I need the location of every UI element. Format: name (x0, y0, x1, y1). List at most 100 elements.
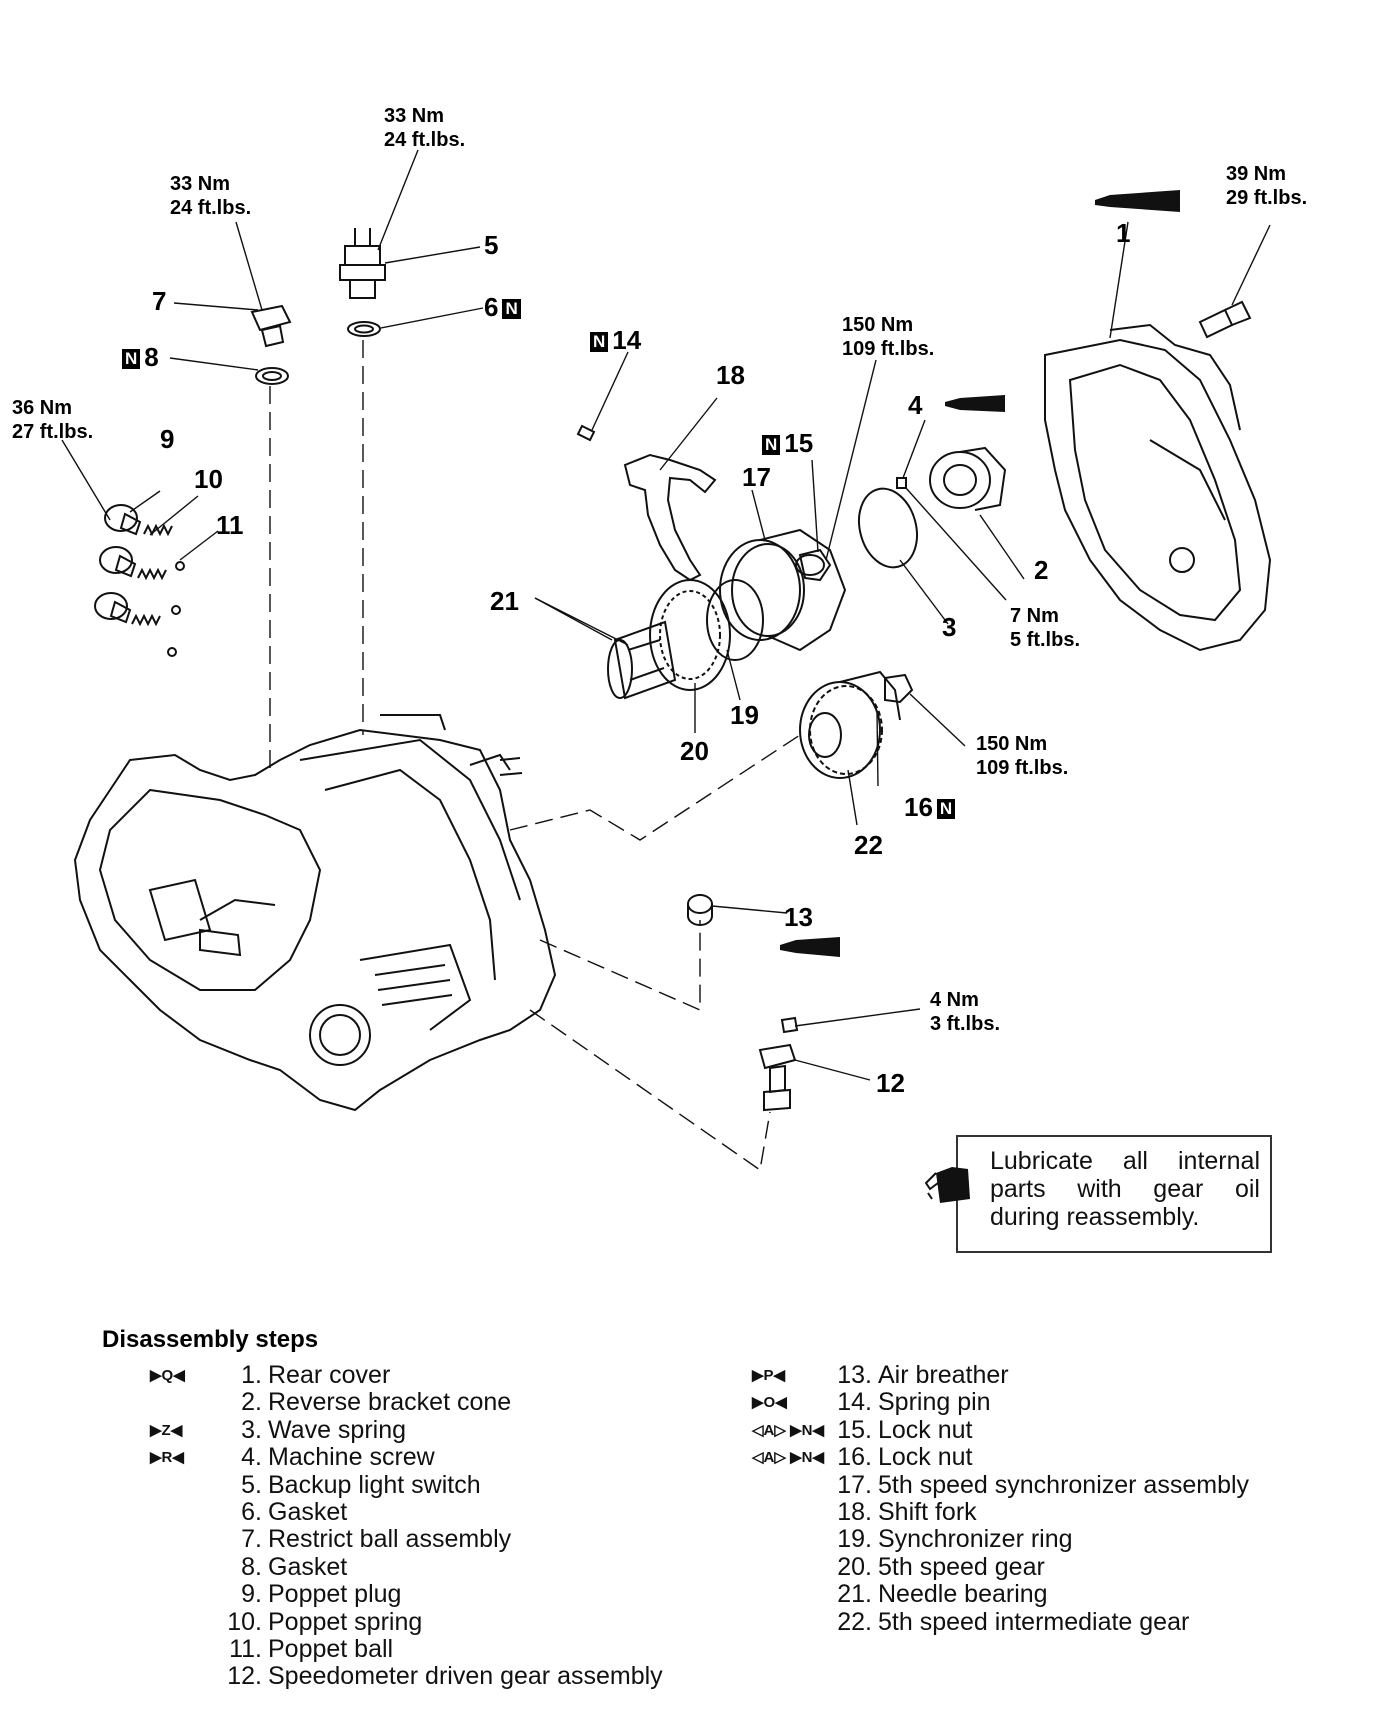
needle-bearing (607, 620, 677, 700)
callout-11: 11 (216, 510, 244, 540)
step-number: 18. (837, 1497, 872, 1526)
step-number: 9. (241, 1580, 262, 1609)
lubrication-note-text: Lubricate all internal parts with gear o… (990, 1147, 1260, 1231)
callout-9: 9 (160, 424, 175, 454)
step-number: 3. (241, 1415, 262, 1444)
step-text: Machine screw (268, 1443, 435, 1472)
speedo-screw (780, 1016, 799, 1034)
rear-cover-bolt (1198, 300, 1252, 339)
step-text: Gasket (268, 1497, 348, 1526)
callout-7: 7 (152, 286, 167, 316)
step-text: Rear cover (268, 1361, 391, 1389)
callout-21: 21 (490, 586, 519, 616)
rear-cover (1044, 323, 1272, 652)
step-mark: ▶O◀ (752, 1394, 787, 1412)
step-text: 5th speed gear (878, 1552, 1045, 1581)
step-text: Gasket (268, 1552, 348, 1581)
step-number: 19. (837, 1525, 872, 1554)
step-text: Restrict ball assembly (268, 1525, 512, 1554)
step-number: 5. (241, 1470, 262, 1499)
callout-10: 10 (194, 464, 223, 494)
step-number: 14. (837, 1388, 872, 1417)
air-breather (687, 894, 713, 926)
step-number: 6. (241, 1497, 262, 1526)
fifth-speed-synchronizer-assembly (719, 528, 847, 652)
step-text: Poppet plug (268, 1580, 402, 1609)
transmission-case (73, 714, 557, 1112)
step-text: Spring pin (878, 1388, 991, 1417)
step-text: Wave spring (268, 1415, 407, 1444)
exploded-view-diagram (61, 149, 1272, 1172)
oil-can-icon (924, 1167, 970, 1203)
disassembly-steps-title: Disassembly steps (102, 1326, 319, 1353)
step-text: Lock nut (878, 1443, 973, 1472)
fifth-speed-intermediate-gear (799, 670, 901, 779)
n-badge-icon: N (122, 349, 141, 369)
callout-12: 12 (876, 1068, 905, 1098)
machine-screw (896, 477, 907, 489)
step-mark: ▶P◀ (752, 1367, 786, 1384)
step-text: Needle bearing (878, 1580, 1048, 1609)
step-text: Reverse bracket cone (268, 1388, 512, 1417)
step-number: 7. (241, 1525, 262, 1554)
step-number: 22. (837, 1607, 872, 1636)
step-text: 5th speed synchronizer assembly (878, 1470, 1250, 1499)
step-number: 10. (227, 1607, 262, 1636)
callout-1: 1 (1116, 218, 1131, 248)
step-text: Poppet spring (268, 1607, 423, 1636)
gasket-8 (255, 367, 289, 385)
step-number: 15. (837, 1415, 872, 1444)
n-badge-icon: N (502, 299, 521, 319)
step-number: 11. (229, 1634, 262, 1663)
step-text: Speedometer driven gear assembly (268, 1662, 663, 1691)
spring-pin (576, 424, 596, 442)
callout-22: 22 (854, 830, 883, 860)
step-text: Shift fork (878, 1497, 977, 1526)
step-number: 8. (241, 1552, 262, 1581)
step-number: 16. (837, 1443, 872, 1472)
callout-18: 18 (716, 360, 745, 390)
reverse-bracket-cone (929, 446, 1007, 511)
shift-fork (623, 453, 717, 582)
callout-3: 3 (942, 612, 957, 642)
poppet-balls (167, 561, 185, 657)
step-number: 2. (241, 1388, 262, 1417)
lock-nut-15 (798, 548, 832, 582)
step-text: 5th speed intermediate gear (878, 1607, 1190, 1636)
n-badge-icon: N (936, 799, 956, 819)
step-mark: ▶Z◀ (150, 1421, 183, 1439)
callout-20: 20 (680, 736, 709, 766)
restrict-ball-assembly (250, 304, 292, 348)
callout-17: 17 (742, 462, 771, 492)
step-mark: ◁A▷ ▶N◀ (752, 1421, 824, 1439)
lock-nut-16 (884, 673, 914, 704)
step-number: 12. (227, 1662, 262, 1691)
step-number: 4. (241, 1443, 262, 1472)
step-text: Synchronizer ring (878, 1525, 1073, 1554)
wave-spring (858, 487, 918, 569)
step-text: Lock nut (878, 1415, 973, 1444)
step-number: 20. (837, 1552, 872, 1581)
lubrication-note: Lubricate all internal parts with gear o… (924, 1135, 1272, 1253)
backup-light-switch (339, 228, 386, 299)
n-badge-icon: N (590, 332, 609, 352)
step-text: Air breather (878, 1361, 1009, 1389)
step-text: Backup light switch (268, 1470, 481, 1499)
step-number: 1. (241, 1361, 262, 1389)
step-mark: ▶R◀ (150, 1449, 184, 1467)
poppet-plugs (94, 504, 142, 624)
step-text: Poppet ball (268, 1634, 394, 1663)
speedometer-driven-gear-assembly (758, 1043, 797, 1112)
